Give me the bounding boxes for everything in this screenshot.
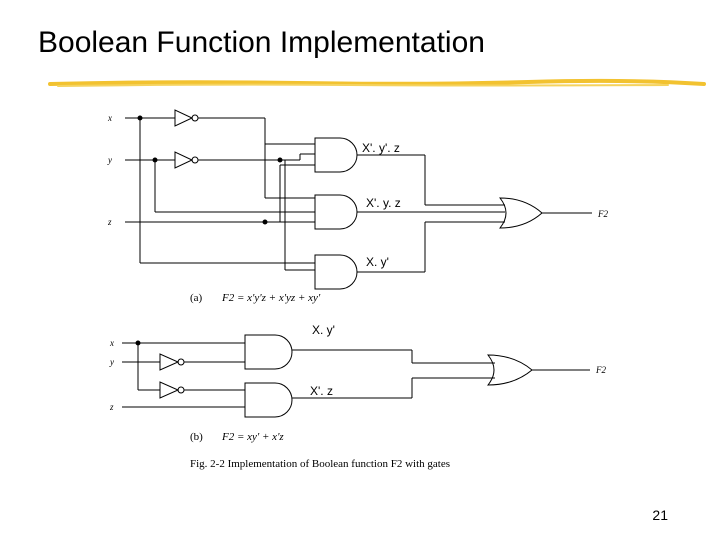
equation-a: F2 = x'y'z + x'yz + xy' <box>221 292 321 304</box>
or-gate-b <box>486 354 533 386</box>
input-label-b-y: y <box>109 357 114 367</box>
slide-title: Boolean Function Implementation <box>38 26 485 59</box>
inverter-a-x <box>174 109 194 127</box>
term-label-b-1: X. y' <box>312 323 335 337</box>
circuit-a <box>125 109 592 290</box>
or-gate-a <box>498 197 543 229</box>
term-label-a-2: X'. y. z <box>366 196 401 210</box>
caption-tag-a: (a) <box>190 292 203 304</box>
title-underline <box>48 78 706 87</box>
and-gate-a-1 <box>314 137 358 173</box>
and-gate-b-1 <box>244 334 293 370</box>
caption-tag-b: (b) <box>190 431 203 443</box>
inverter-b-x <box>159 381 180 399</box>
output-label-a: F2 <box>597 209 608 219</box>
input-label-a-y: y <box>107 155 112 165</box>
inverter-a-y <box>174 151 194 169</box>
and-gate-a-2 <box>314 194 358 230</box>
and-gate-b-2 <box>244 382 293 418</box>
circuit-b <box>122 334 590 418</box>
page-number: 21 <box>652 507 668 523</box>
term-label-a-1: X'. y'. z <box>362 141 400 155</box>
output-label-b: F2 <box>595 365 606 375</box>
input-label-b-z: z <box>109 402 114 412</box>
term-label-b-2: X'. z <box>310 384 333 398</box>
inverter-b-y <box>159 353 180 371</box>
and-gate-a-3 <box>314 254 358 290</box>
input-label-b-x: x <box>109 338 114 348</box>
equation-b: F2 = xy' + x'z <box>221 431 284 443</box>
term-label-a-3: X. y' <box>366 255 389 269</box>
figure-caption: Fig. 2-2 Implementation of Boolean funct… <box>190 458 450 470</box>
input-label-a-z: z <box>107 217 112 227</box>
input-label-a-x: x <box>107 113 112 123</box>
